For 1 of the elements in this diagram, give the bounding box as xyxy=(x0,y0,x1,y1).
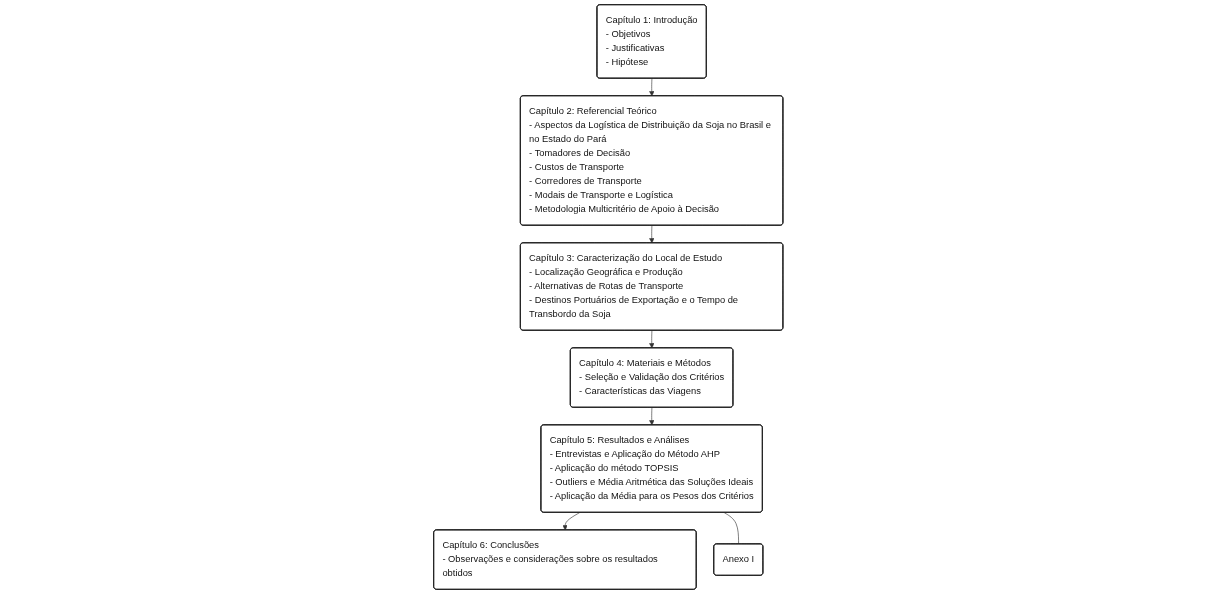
connector xyxy=(724,512,740,545)
